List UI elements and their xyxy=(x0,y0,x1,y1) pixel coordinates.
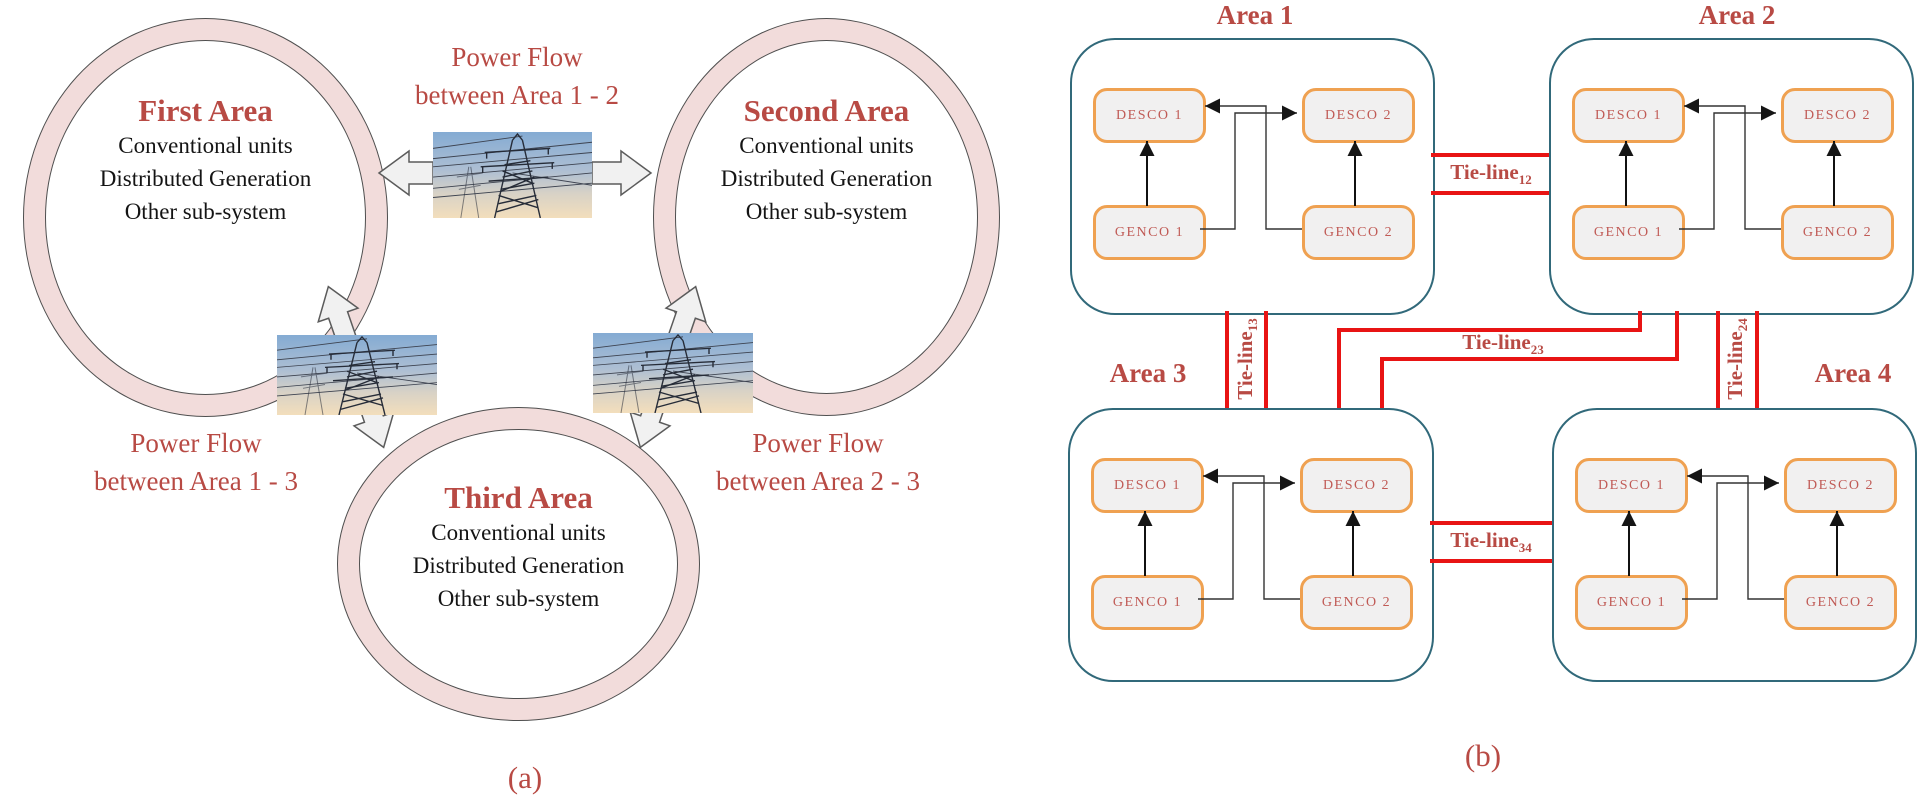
first-area-title: First Area xyxy=(138,93,273,128)
area-3-genco-2: GENCO 2 xyxy=(1300,575,1413,630)
flow-1-3-line-1: Power Flow xyxy=(130,428,262,458)
area-1-genco-1: GENCO 1 xyxy=(1093,205,1206,260)
panel-a-caption: (a) xyxy=(507,760,543,795)
flow-label-area-1-2: Power Flow between Area 1 - 2 xyxy=(337,38,697,114)
second-area-title: Second Area xyxy=(743,93,910,128)
third-area-line-3: Other sub-system xyxy=(437,586,600,611)
panel-b-caption: (b) xyxy=(1464,738,1502,773)
area-1-desco-1: DESCO 1 xyxy=(1093,88,1206,143)
third-area-circle: Third Area Conventional units Distribute… xyxy=(337,407,700,721)
area-2-desco-2: DESCO 2 xyxy=(1781,88,1894,143)
flow-label-area-2-3: Power Flow between Area 2 - 3 xyxy=(638,424,998,500)
area-1-desco-2: DESCO 2 xyxy=(1302,88,1415,143)
tie-line-34-label: Tie-line34 xyxy=(1450,527,1532,556)
area-3-desco-1: DESCO 1 xyxy=(1091,458,1204,513)
tie-line-23-label: Tie-line23 xyxy=(1462,329,1544,358)
area-3-box: DESCO 1 DESCO 2 GENCO 1 GENCO 2 xyxy=(1068,408,1434,682)
arrow-flow-1-2-left-icon xyxy=(377,149,434,197)
third-area-line-2: Distributed Generation xyxy=(412,553,625,578)
second-area-line-3: Other sub-system xyxy=(745,199,908,224)
third-area-line-1: Conventional units xyxy=(431,520,606,545)
area-1-genco-2: GENCO 2 xyxy=(1302,205,1415,260)
area-2-genco-1: GENCO 1 xyxy=(1572,205,1685,260)
area-1-title: Area 1 xyxy=(1216,0,1294,30)
flow-2-3-line-1: Power Flow xyxy=(752,428,884,458)
second-area-line-2: Distributed Generation xyxy=(720,166,933,191)
flow-1-3-line-2: between Area 1 - 3 xyxy=(94,466,298,496)
area-2-box: DESCO 1 DESCO 2 GENCO 1 GENCO 2 xyxy=(1549,38,1914,315)
area-1-box: DESCO 1 DESCO 2 GENCO 1 GENCO 2 xyxy=(1070,38,1435,315)
tie-line-13-label: Tie-line13 xyxy=(1232,318,1261,400)
area-4-title: Area 4 xyxy=(1814,358,1892,388)
transmission-tower-image-1-3 xyxy=(277,335,437,415)
tie-line-24-label: Tie-line24 xyxy=(1722,318,1751,400)
arrow-flow-1-2-right-icon xyxy=(591,149,653,197)
third-area-title: Third Area xyxy=(444,480,593,515)
flow-label-area-1-3: Power Flow between Area 1 - 3 xyxy=(16,424,376,500)
area-3-genco-1: GENCO 1 xyxy=(1091,575,1204,630)
flow-2-3-line-2: between Area 2 - 3 xyxy=(716,466,920,496)
first-area-line-1: Conventional units xyxy=(118,133,293,158)
transmission-tower-image-1-2 xyxy=(433,132,592,218)
third-area-circle-inner xyxy=(359,429,678,699)
area-3-title: Area 3 xyxy=(1109,358,1187,388)
first-area-line-2: Distributed Generation xyxy=(99,166,312,191)
area-3-desco-2: DESCO 2 xyxy=(1300,458,1413,513)
flow-1-2-line-1: Power Flow xyxy=(451,42,583,72)
area-4-genco-1: GENCO 1 xyxy=(1575,575,1688,630)
second-area-line-1: Conventional units xyxy=(739,133,914,158)
area-4-desco-2: DESCO 2 xyxy=(1784,458,1897,513)
area-4-genco-2: GENCO 2 xyxy=(1784,575,1897,630)
area-2-genco-2: GENCO 2 xyxy=(1781,205,1894,260)
transmission-tower-image-2-3 xyxy=(593,333,753,413)
first-area-circle: First Area Conventional units Distribute… xyxy=(23,18,388,417)
first-area-line-3: Other sub-system xyxy=(124,199,287,224)
area-2-desco-1: DESCO 1 xyxy=(1572,88,1685,143)
tie-line-12-label: Tie-line12 xyxy=(1450,159,1532,188)
area-4-desco-1: DESCO 1 xyxy=(1575,458,1688,513)
area-2-title: Area 2 xyxy=(1698,0,1776,30)
tie-line-23 xyxy=(1337,311,1679,408)
area-4-box: DESCO 1 DESCO 2 GENCO 1 GENCO 2 xyxy=(1552,408,1917,682)
flow-1-2-line-2: between Area 1 - 2 xyxy=(415,80,619,110)
